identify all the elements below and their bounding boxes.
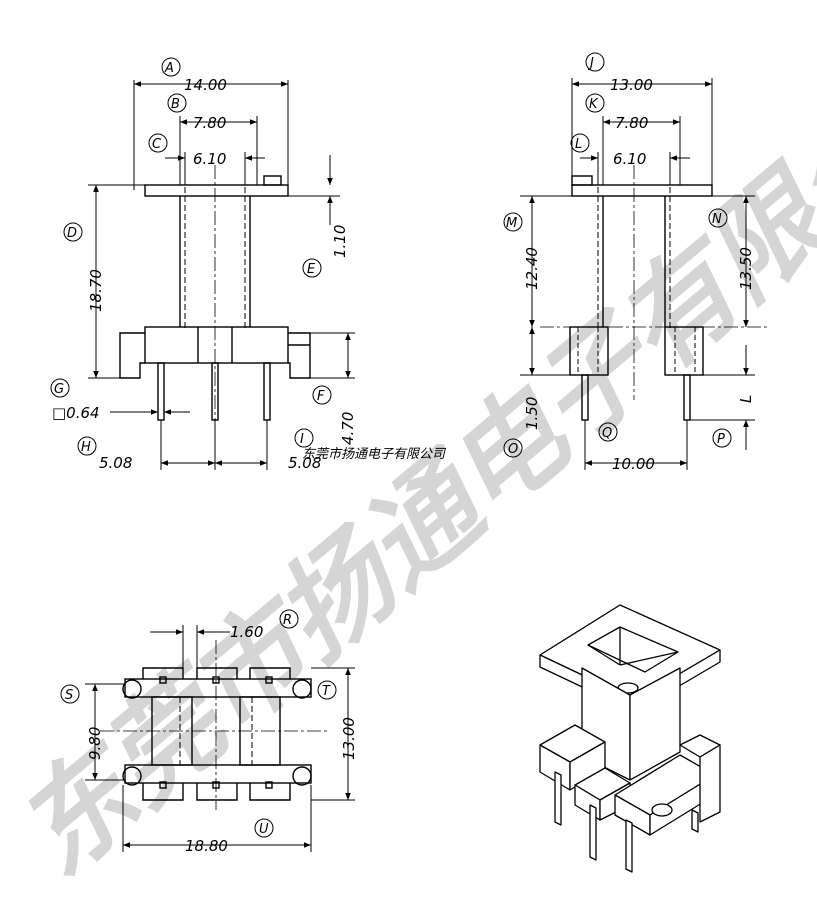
dim-k: 7.80 [615,114,648,132]
front-view-balloons [50,57,332,456]
label-j: J [587,56,594,71]
label-o: O [508,442,518,457]
dim-m: 12.40 [523,247,541,290]
label-r: R [283,613,292,628]
dim-q: 10.00 [612,455,655,473]
label-l: L [575,137,582,152]
dim-c: 6.10 [193,150,226,168]
side-view [520,78,770,470]
dim-e: 1.10 [331,225,349,258]
label-k: K [589,97,599,112]
dim-s: 9.80 [86,727,104,760]
dim-j: 13.00 [610,76,653,94]
label-t: T [322,684,331,699]
label-c: C [152,137,162,152]
label-s: S [65,688,73,703]
label-u: U [259,822,269,837]
isometric-view [539,604,721,873]
dim-g: □0.64 [52,404,100,422]
label-p: P [717,432,725,447]
dim-i: 5.08 [288,454,321,472]
bottom-view [85,625,355,852]
dim-f: 4.70 [339,412,357,445]
label-f: F [317,389,325,404]
dim-t: 13.00 [340,717,358,760]
dim-n: 13.50 [737,247,755,290]
label-a: A [164,61,174,76]
label-m: M [506,216,517,231]
label-b: B [171,97,180,112]
dim-r: 1.60 [230,623,263,641]
label-e: E [307,262,316,277]
side-view-balloons [503,52,732,458]
front-view [88,80,355,470]
dim-o: 1.50 [523,397,541,430]
dim-d: 18.70 [87,269,105,312]
dim-b: 7.80 [193,114,226,132]
label-i: I [300,432,304,447]
label-q: Q [602,426,612,441]
watermark-small: 东莞市扬通电子有限公司 [302,446,447,462]
label-g: G [54,382,64,397]
label-n: N [712,212,722,227]
dim-a: 14.00 [184,76,227,94]
bottom-view-balloons [60,609,337,838]
dim-p: L [737,395,755,403]
label-h: H [81,440,91,455]
dim-u: 18.80 [185,837,228,855]
dim-h: 5.08 [99,454,132,472]
dim-l: 6.10 [613,150,646,168]
label-d: D [67,226,77,241]
